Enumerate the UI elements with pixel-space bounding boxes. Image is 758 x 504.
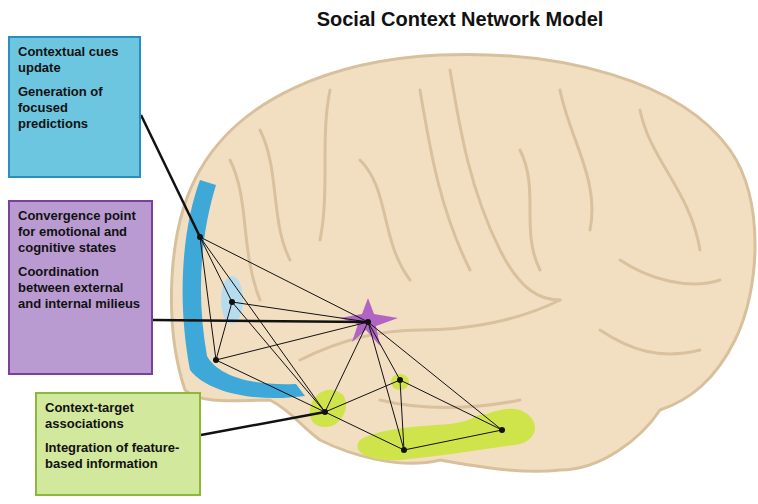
diagram-title: Social Context Network Model [250,8,670,31]
box-text: Convergence point for emotional and cogn… [18,208,143,256]
box-text: Contextual cues update [18,44,131,76]
box-text: Integration of feature-based information [45,440,191,472]
text-box: Convergence point for emotional and cogn… [8,200,153,375]
box-text: Context-target associations [45,400,191,432]
box-text: Generation of focused predictions [18,84,131,132]
text-box: Context-target associationsIntegration o… [35,392,201,496]
text-box: Contextual cues updateGeneration of focu… [8,36,141,178]
box-text: Coordination between external and intern… [18,264,143,312]
